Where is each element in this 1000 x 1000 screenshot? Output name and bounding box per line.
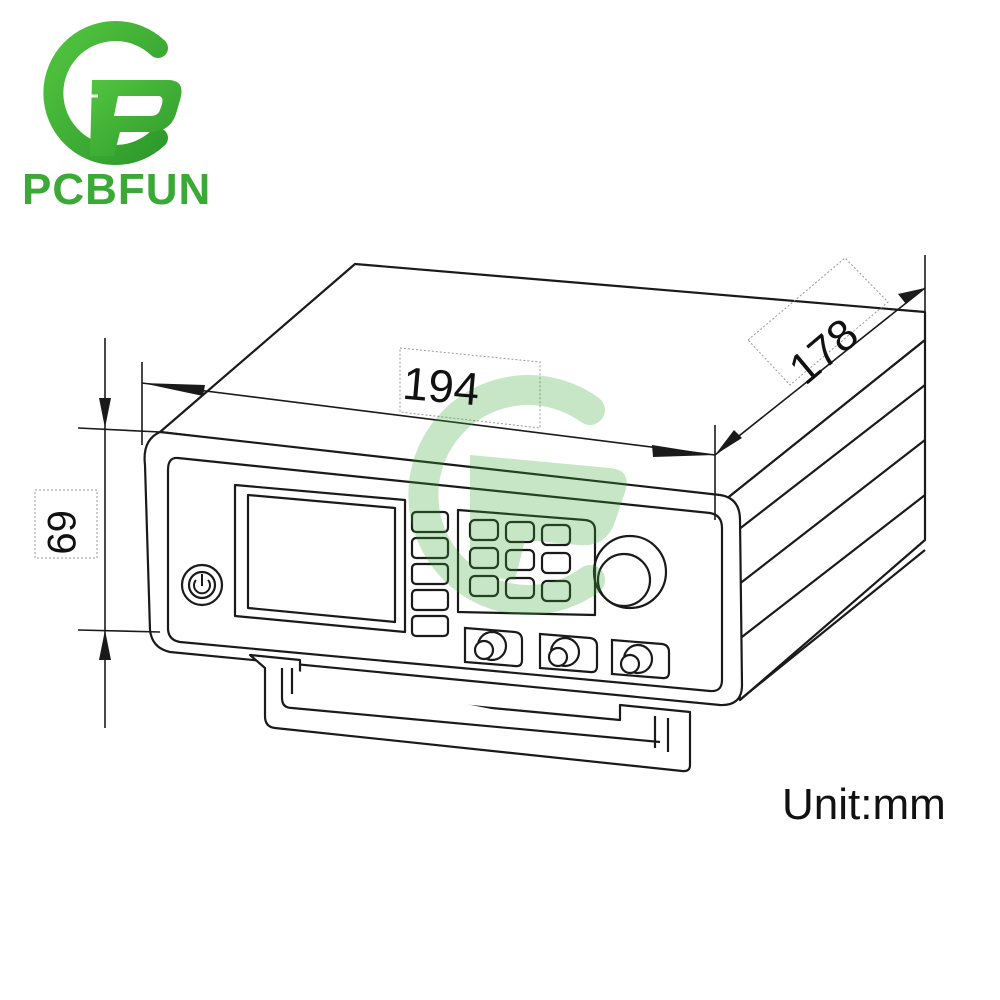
bnc-connector-icon [463,626,671,680]
height-dimension-label: 69 [39,510,83,555]
watermark-logo-icon [408,375,627,615]
unit-label: Unit:mm [782,780,946,829]
power-icon [193,574,211,595]
rotary-knob-icon [592,534,668,610]
width-dimension-label: 194 [401,357,482,415]
brand-name: PCBFUN [22,165,212,214]
pcbfun-logo-icon [43,21,182,165]
